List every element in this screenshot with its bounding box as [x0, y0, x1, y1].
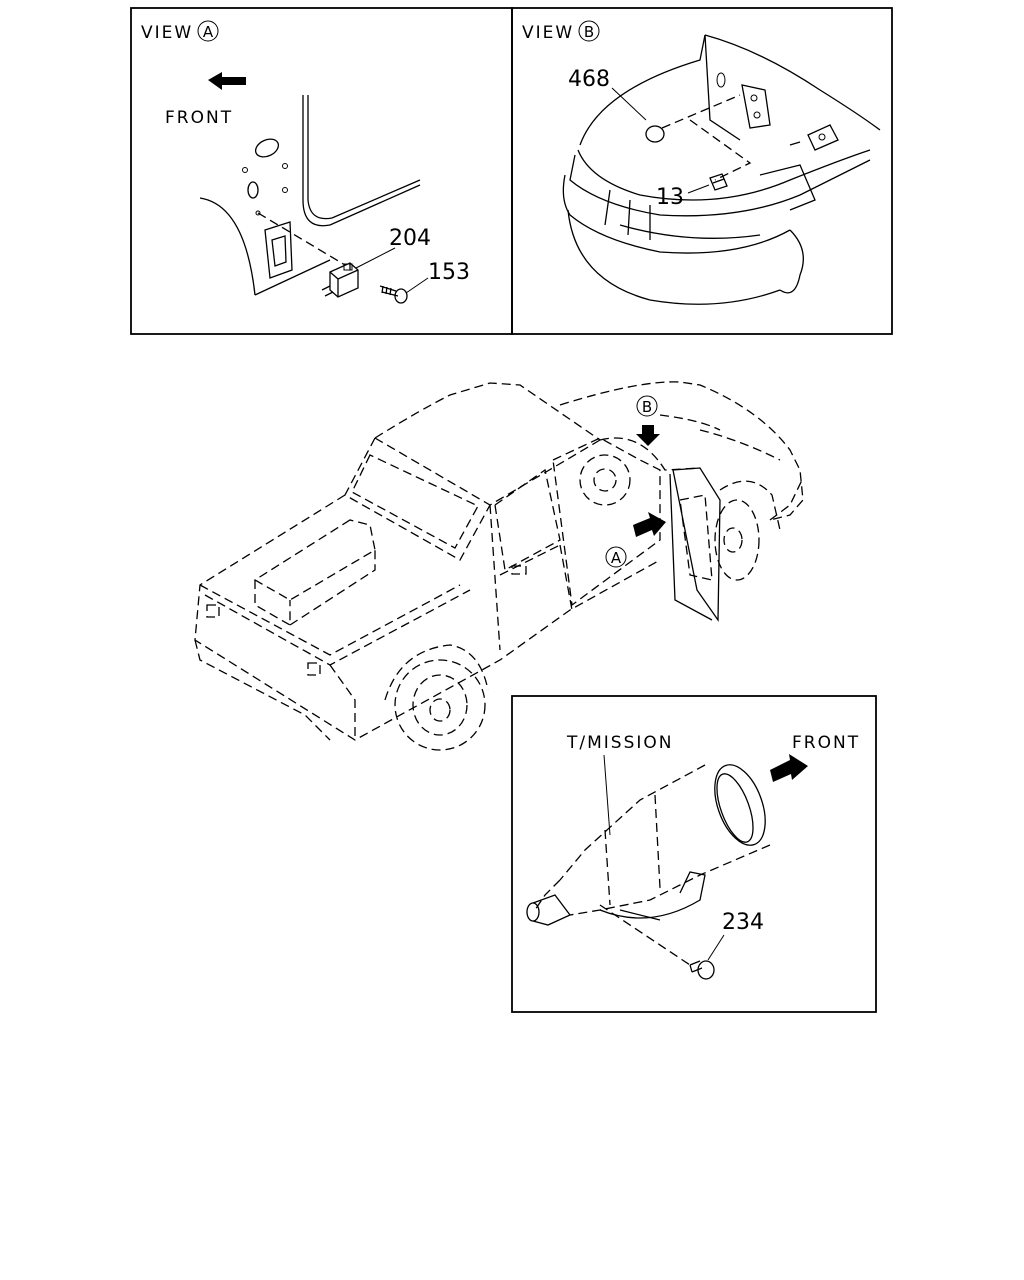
front-arrow-icon [208, 72, 246, 90]
view-a-letter: A [203, 23, 214, 41]
view-a-body-panel [199, 95, 421, 296]
relay-part [321, 262, 359, 298]
bolt-part [379, 285, 408, 304]
front-arrow-icon [770, 754, 808, 782]
view-b-letter-circle [578, 20, 600, 42]
grommet-part [645, 125, 665, 143]
arrow-down-icon [636, 425, 660, 446]
sensor-part [689, 960, 715, 980]
view-a-frame [130, 7, 513, 335]
callout-468: 468 [568, 67, 610, 92]
open-door [672, 467, 721, 623]
marker-b-group: B [636, 395, 660, 446]
view-a-title: VIEW [141, 23, 193, 43]
marker-a: A [611, 549, 622, 567]
truck-illustration [194, 381, 804, 751]
view-a-front-label: FRONT [165, 108, 233, 128]
transmission-body [526, 764, 771, 966]
callout-153: 153 [428, 260, 470, 285]
view-a-letter-circle [197, 20, 219, 42]
marker-b: B [642, 398, 652, 416]
leader-13 [687, 184, 710, 194]
leader-204 [355, 247, 396, 269]
tmission-front-label: FRONT [792, 733, 860, 753]
marker-a-circle [605, 546, 627, 568]
view-b-frame [511, 7, 893, 335]
view-a-panel: VIEW A FRONT [130, 7, 513, 335]
callout-234: 234 [722, 910, 764, 935]
view-b-panel: VIEW B 468 [511, 7, 893, 335]
leader-468 [611, 87, 647, 121]
view-b-title: VIEW [522, 23, 574, 43]
clip-part [709, 173, 728, 191]
leader-tmission [603, 754, 611, 836]
transmission-frame [511, 695, 877, 1013]
marker-a-group: A [605, 512, 666, 568]
callout-204: 204 [389, 226, 431, 251]
marker-b-circle [636, 395, 658, 417]
leader-234 [707, 934, 725, 961]
tmission-label: T/MISSION [566, 733, 674, 753]
view-b-letter: B [584, 23, 594, 41]
callout-13: 13 [656, 185, 684, 210]
transmission-panel: T/MISSION FRONT 234 [511, 695, 877, 1013]
arrow-right-icon [633, 512, 666, 537]
view-b-vehicle-front [562, 34, 881, 305]
leader-153 [405, 277, 429, 294]
